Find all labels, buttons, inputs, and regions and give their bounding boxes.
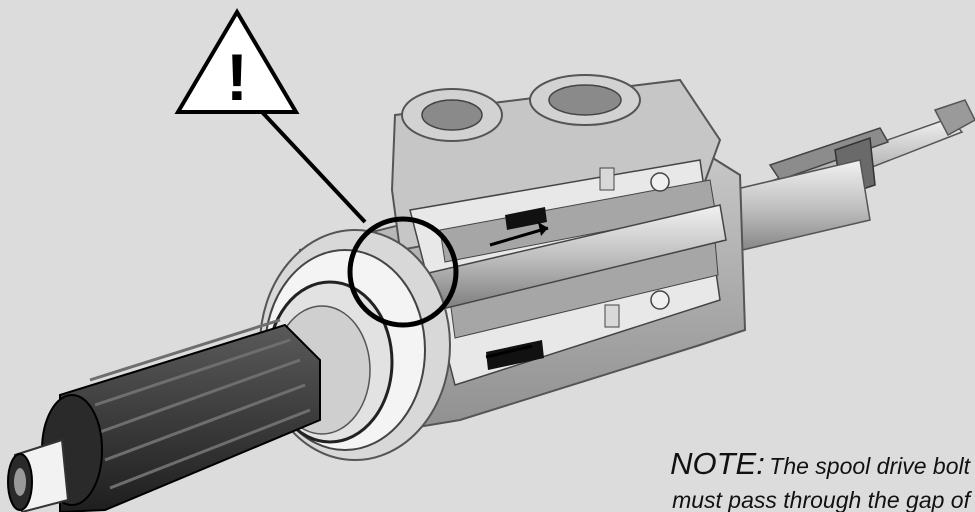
warning-icon: !: [178, 12, 296, 114]
note-line-2: must pass through the gap of: [672, 487, 970, 512]
warning-symbol: !: [226, 40, 248, 114]
splined-gear: [8, 320, 320, 512]
note-line-1: The spool drive bolt: [769, 453, 970, 479]
note-lead: NOTE:: [670, 446, 765, 481]
callout-leader-line: [262, 112, 365, 222]
note-text: NOTE: The spool drive bolt must pass thr…: [540, 448, 970, 512]
